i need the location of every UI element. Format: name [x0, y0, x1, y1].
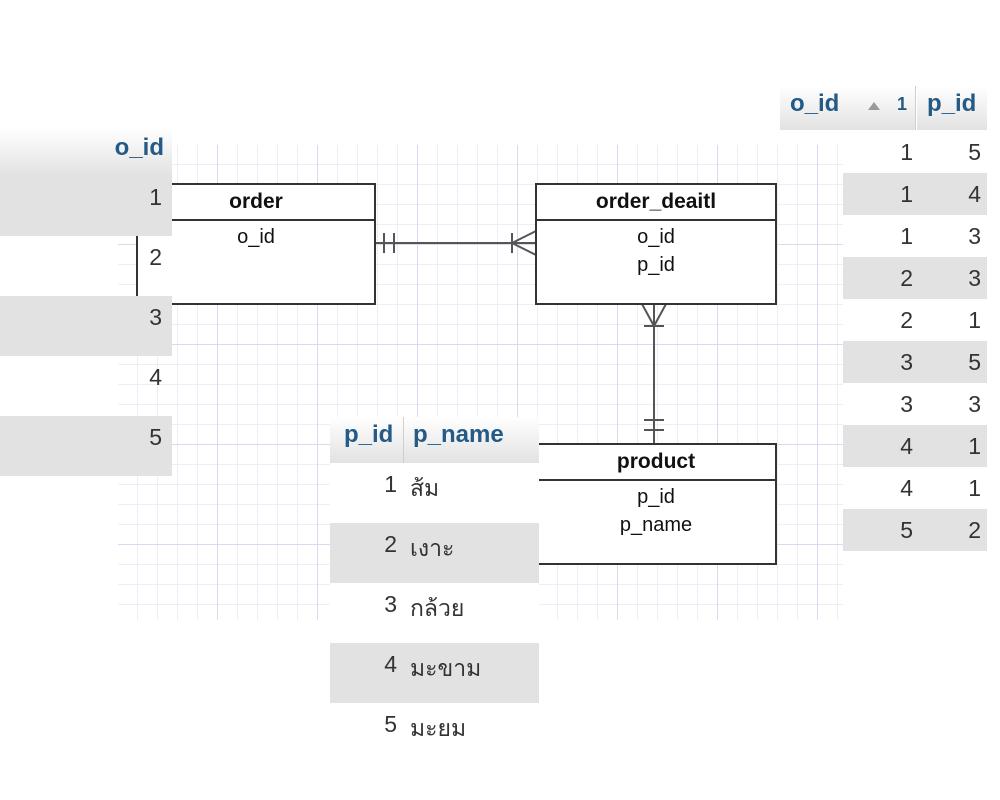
product-table-header-pname[interactable]: p_name: [404, 417, 539, 463]
table-cell: 3: [900, 391, 913, 417]
table-cell: 4: [900, 475, 913, 501]
order-detail-header-pid[interactable]: p_id: [917, 86, 987, 130]
entity-order-detail-title: order_deaitl: [537, 185, 775, 221]
table-cell: 2: [968, 517, 981, 543]
table-row: 5 มะยม: [330, 703, 539, 763]
product-table-header-pid-label: p_id: [344, 421, 394, 448]
order-detail-header-oid-label: o_id: [790, 90, 840, 117]
product-table-header-pname-label: p_name: [413, 421, 504, 448]
table-row: 3: [0, 296, 172, 356]
table-cell: 1: [900, 223, 913, 249]
order-detail-header-oid[interactable]: o_id 1: [780, 86, 916, 130]
left-table-header-label: o_id: [114, 134, 164, 161]
table-cell: 1: [384, 471, 397, 497]
sort-order-number: 1: [897, 94, 908, 114]
table-cell: 4: [149, 364, 162, 390]
entity-order-detail: order_deaitl o_id p_id: [535, 183, 777, 305]
table-row: 4: [0, 356, 172, 416]
table-cell: กล้วย: [410, 595, 465, 621]
table-cell: 2: [149, 244, 162, 270]
entity-order-detail-attr: o_id: [637, 226, 675, 248]
table-cell: 3: [968, 223, 981, 249]
table-cell: 3: [384, 591, 397, 617]
entity-product-attr: p_id: [637, 486, 675, 508]
left-table-header[interactable]: o_id: [0, 128, 172, 176]
table-cell: 4: [384, 651, 397, 677]
table-cell: 5: [900, 517, 913, 543]
table-cell: 4: [900, 433, 913, 459]
table-cell: 2: [900, 265, 913, 291]
table-cell: 3: [968, 265, 981, 291]
entity-product-title: product: [537, 445, 775, 481]
table-row: 3 กล้วย: [330, 583, 539, 643]
table-row: 2: [0, 236, 172, 296]
entity-order-attr: o_id: [237, 226, 275, 248]
table-cell: 3: [968, 391, 981, 417]
table-cell: 3: [900, 349, 913, 375]
table-cell: มะขาม: [410, 655, 482, 681]
table-cell: 4: [968, 181, 981, 207]
table-cell: 5: [968, 349, 981, 375]
table-cell: 2: [384, 531, 397, 557]
entity-product: product p_id p_name: [535, 443, 777, 565]
entity-product-attr: p_name: [619, 514, 693, 536]
table-cell: ส้ม: [410, 475, 440, 501]
table-cell: 5: [384, 711, 397, 737]
order-detail-header-pid-label: p_id: [927, 90, 977, 117]
table-cell: 5: [149, 424, 162, 450]
table-row: 1 ส้ม: [330, 463, 539, 523]
table-cell: 2: [900, 307, 913, 333]
table-cell: 5: [968, 139, 981, 165]
table-cell: 1: [149, 184, 162, 210]
entity-order-detail-attr: p_id: [637, 254, 675, 276]
table-cell: 1: [900, 139, 913, 165]
entity-order-title: order: [138, 185, 374, 221]
table-cell: 1: [900, 181, 913, 207]
table-row: 4 มะขาม: [330, 643, 539, 703]
table-cell: 1: [968, 433, 981, 459]
table-cell: 1: [968, 307, 981, 333]
entity-order: order o_id: [136, 183, 376, 305]
table-row: 2 เงาะ: [330, 523, 539, 583]
sort-ascending-icon[interactable]: [868, 102, 880, 110]
table-cell: 3: [149, 304, 162, 330]
product-table-header-pid[interactable]: p_id: [330, 417, 404, 463]
table-cell: เงาะ: [410, 535, 455, 561]
table-cell: มะยม: [410, 715, 467, 741]
table-row: 5: [0, 416, 172, 476]
table-row: 1: [0, 176, 172, 236]
table-cell: 1: [968, 475, 981, 501]
